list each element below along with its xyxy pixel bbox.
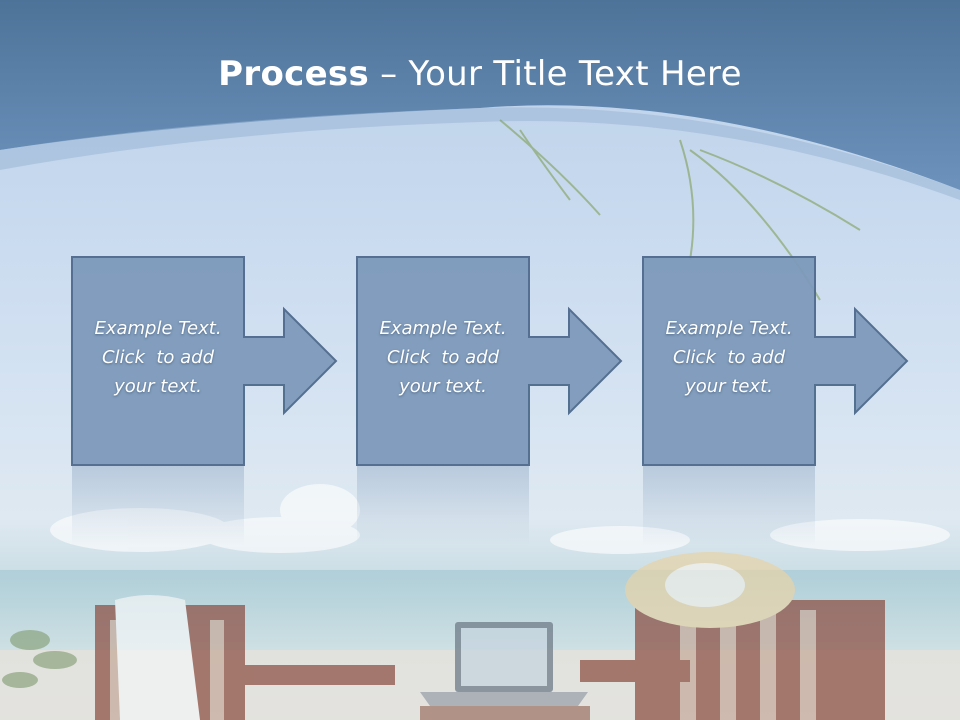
right-chair — [580, 552, 885, 720]
step-2-line-1: Example Text. — [379, 318, 507, 339]
clouds — [50, 484, 950, 554]
step-1-line-1: Example Text. — [94, 318, 222, 339]
step-2-line-3: your text. — [399, 376, 487, 397]
step-1-text[interactable]: Example Text. Click to add your text. — [72, 314, 244, 401]
step-3-text[interactable]: Example Text. Click to add your text. — [643, 314, 815, 401]
left-chair — [95, 595, 395, 720]
step-2-line-2: Click to add — [386, 347, 499, 368]
page-title[interactable]: Process – Your Title Text Here — [0, 54, 960, 94]
title-bold: Process — [218, 54, 370, 94]
step-3-line-3: your text. — [685, 376, 773, 397]
header-band — [0, 0, 960, 190]
header-swoosh — [0, 107, 960, 200]
process-step-2[interactable]: Example Text. Click to add your text. — [357, 256, 529, 464]
step-2-text[interactable]: Example Text. Click to add your text. — [357, 314, 529, 401]
plant — [2, 630, 77, 688]
step-1-line-2: Click to add — [101, 347, 214, 368]
step-3-line-2: Click to add — [672, 347, 785, 368]
step-1-line-3: your text. — [114, 376, 202, 397]
laptop — [420, 622, 590, 720]
process-step-1[interactable]: Example Text. Click to add your text. — [72, 256, 244, 464]
title-rest: – Your Title Text Here — [369, 54, 742, 94]
process-step-3[interactable]: Example Text. Click to add your text. — [643, 256, 815, 464]
step-3-line-1: Example Text. — [665, 318, 793, 339]
